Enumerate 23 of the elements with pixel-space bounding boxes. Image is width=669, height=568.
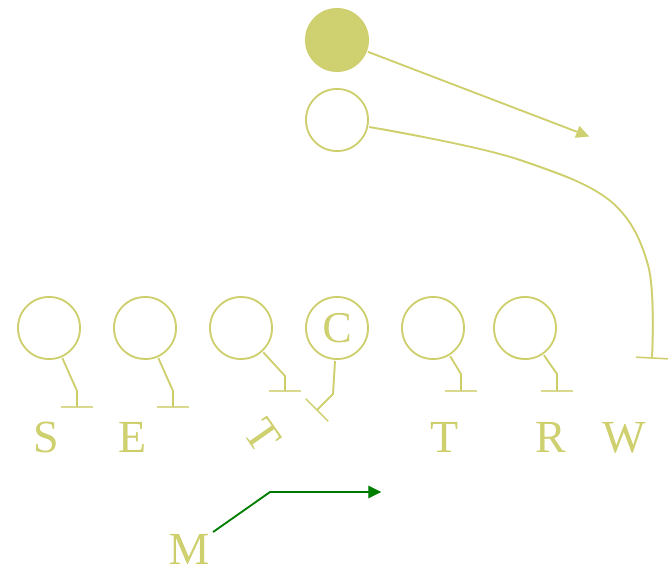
route-arrow [212, 486, 382, 533]
player-circle [305, 88, 369, 152]
player-circle [493, 296, 557, 360]
block-line [444, 356, 478, 392]
position-label: E [118, 414, 146, 460]
player-circle: C [305, 296, 369, 360]
route-arrow [367, 50, 590, 138]
block-line [540, 354, 574, 392]
player-circle [113, 296, 177, 360]
block-line [262, 352, 302, 392]
block-line [156, 358, 190, 408]
block-line [60, 358, 94, 408]
position-label: T [235, 410, 289, 460]
block-line [304, 360, 336, 422]
block-line [369, 126, 669, 360]
position-label: R [535, 414, 566, 460]
position-label: S [33, 414, 59, 460]
player-circle [17, 296, 81, 360]
position-label: W [602, 414, 646, 460]
position-label: T [430, 414, 458, 460]
player-circle [401, 296, 465, 360]
player-circle [209, 296, 273, 360]
player-label: M [165, 528, 213, 568]
